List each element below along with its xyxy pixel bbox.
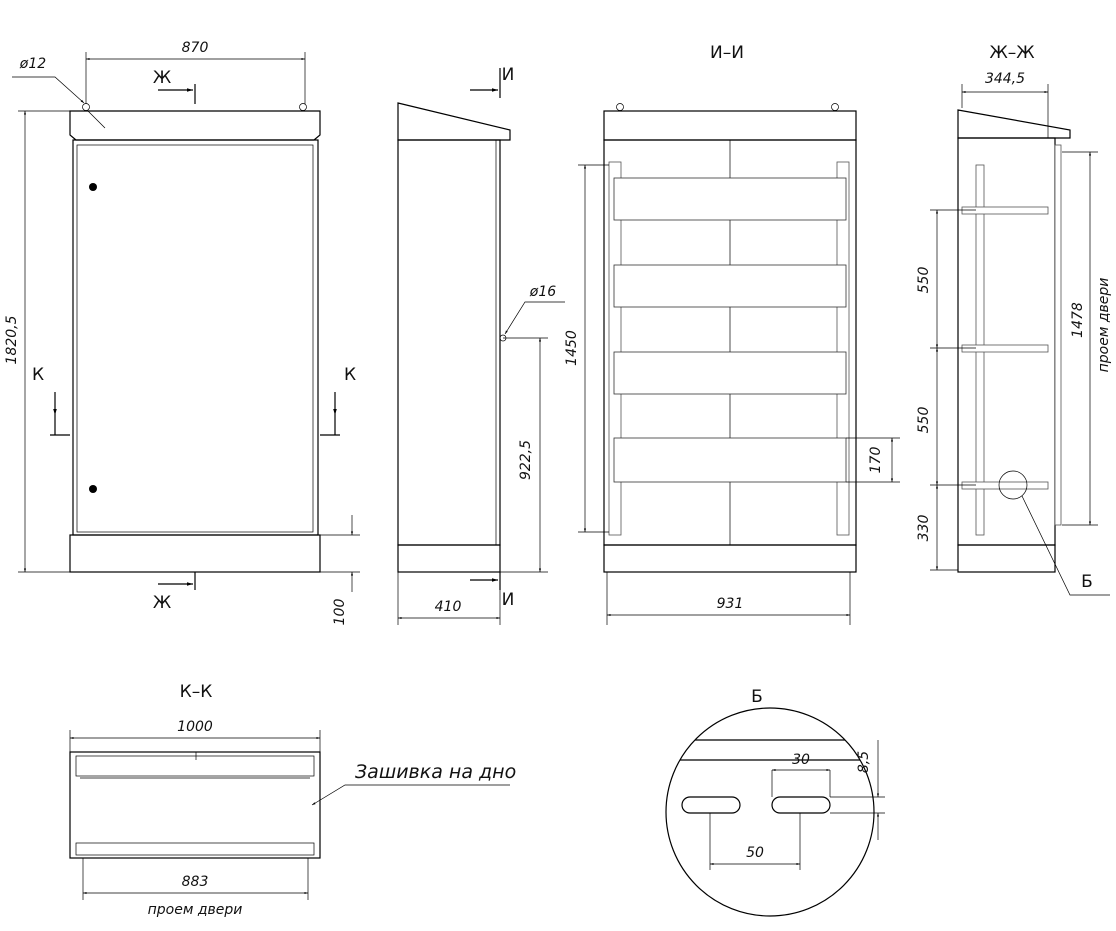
dim-height: 1820,5 <box>4 315 20 364</box>
front-view: 870 ø12 Ж Ж 1820,5 К К 100 <box>4 40 360 625</box>
dim-bar: 170 <box>868 447 884 474</box>
lock-icon <box>89 183 97 191</box>
dim-width: 870 <box>182 40 209 56</box>
section-mark: К <box>32 365 44 385</box>
section-mark: Ж <box>153 68 171 88</box>
detail-b: Б 30 8,5 50 <box>665 687 885 917</box>
section-zh-zh: Ж–Ж 344,5 550 550 330 1478 проем двери Б <box>916 43 1112 596</box>
dim-rail-height: 1450 <box>564 330 580 366</box>
section-mark: Ж <box>153 593 171 613</box>
dim-width: 1000 <box>177 719 213 735</box>
dim-width: 931 <box>717 596 744 612</box>
bottom-cover-note: Зашивка на дно <box>355 761 516 783</box>
dim-hole: ø12 <box>19 56 46 72</box>
dim-pitch: 50 <box>746 845 764 861</box>
view-title: Ж–Ж <box>989 43 1034 63</box>
dim-hole-height: 922,5 <box>518 440 534 480</box>
view-title: Б <box>751 687 763 707</box>
view-title: К–К <box>180 682 213 702</box>
lock-icon <box>89 485 97 493</box>
section-mark: И <box>502 65 515 85</box>
dim-step: 550 <box>916 407 932 434</box>
dim-plinth: 100 <box>332 599 348 626</box>
dim-slot-length: 30 <box>792 752 810 768</box>
dim-bottom: 330 <box>916 515 932 542</box>
view-title: И–И <box>710 43 744 63</box>
dim-slot-height: 8,5 <box>856 751 872 773</box>
door-opening-label: проем двери <box>148 902 243 918</box>
section-mark: И <box>502 590 515 610</box>
detail-ref: Б <box>1081 572 1093 592</box>
dim-step: 550 <box>916 267 932 294</box>
dim-door-height: 1478 <box>1070 302 1086 338</box>
section-mark: К <box>344 365 356 385</box>
section-k-k: К–К 1000 Зашивка на дно 883 проем двери <box>69 682 516 918</box>
dim-hole: ø16 <box>529 284 556 300</box>
door-opening-label: проем двери <box>1096 278 1112 373</box>
dim-depth: 410 <box>435 599 462 615</box>
dim-depth: 344,5 <box>985 71 1025 87</box>
section-i-i: И–И 1450 170 931 <box>564 43 900 625</box>
dim-door-width: 883 <box>182 874 209 890</box>
side-view: И И ø16 922,5 410 <box>397 65 565 625</box>
